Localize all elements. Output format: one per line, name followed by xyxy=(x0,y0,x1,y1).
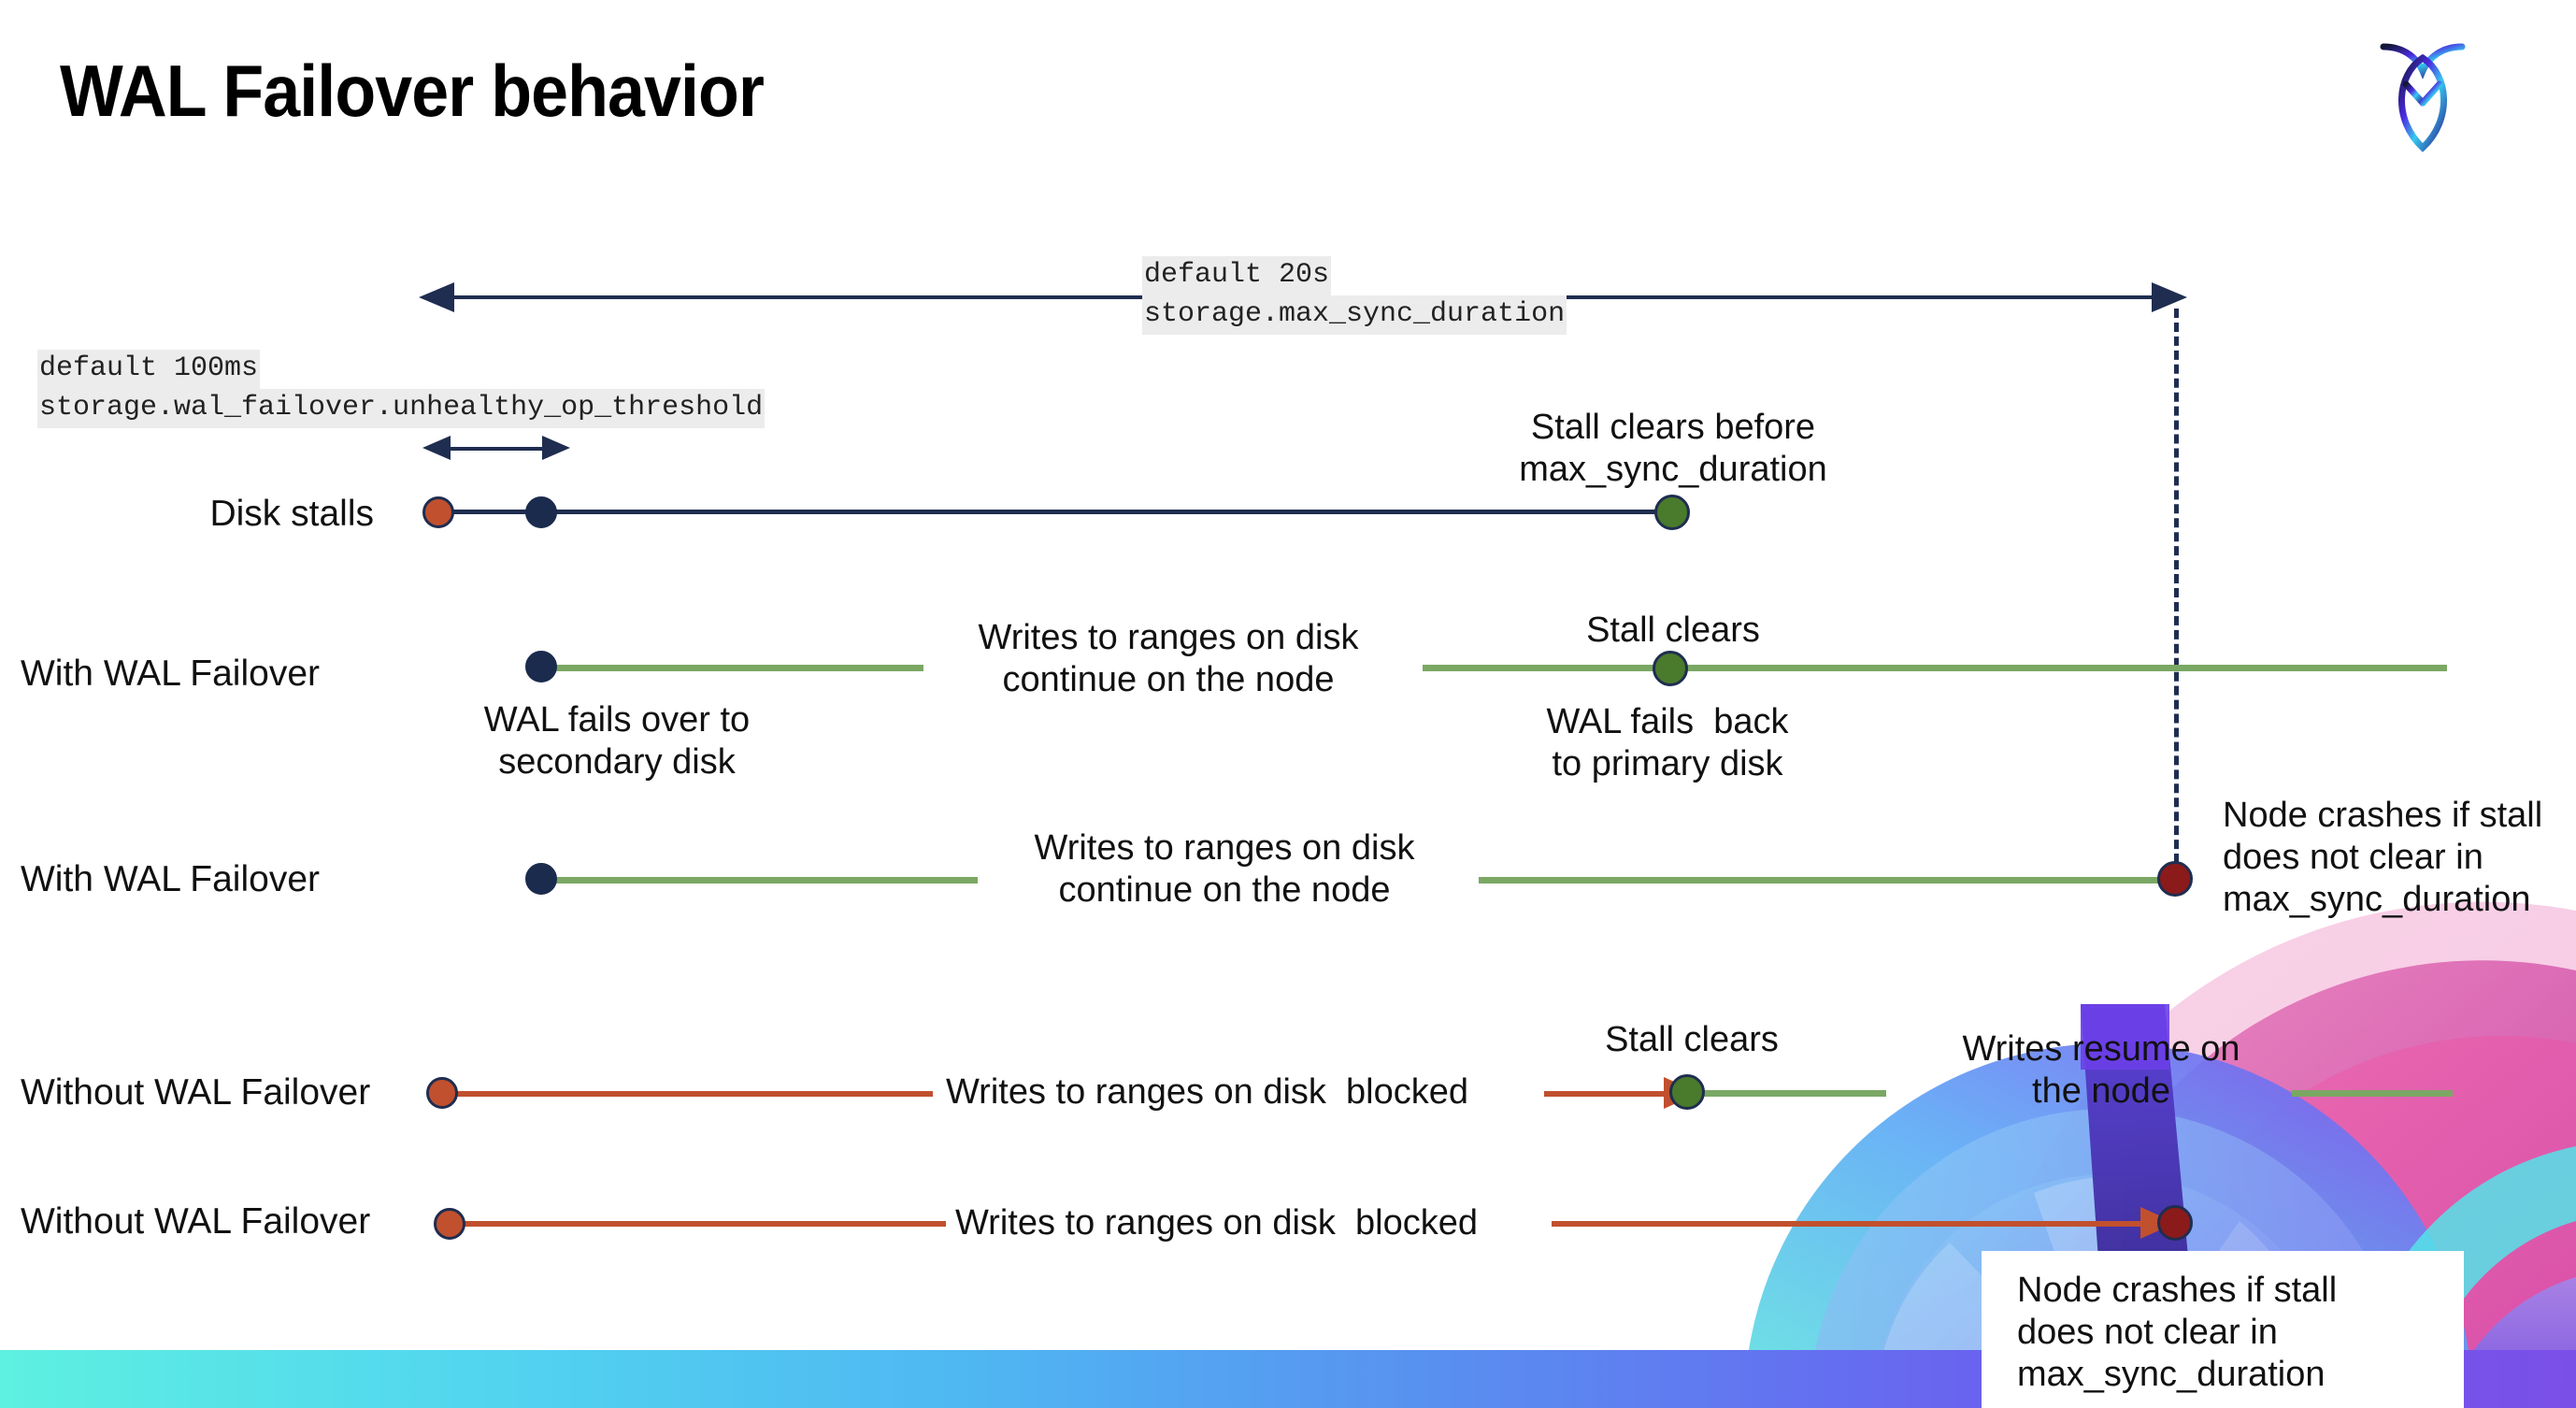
disk-stall-start-dot xyxy=(422,496,454,528)
without-failover-1-resume-line-b xyxy=(2292,1090,2453,1097)
with-failover-1-line-b xyxy=(1423,665,2447,671)
max-sync-dashed-drop-line xyxy=(2174,309,2179,877)
without-failover-1-line-b xyxy=(1544,1091,1675,1097)
unhealthy-op-default: default 100ms xyxy=(37,350,261,389)
note-wal-fails-over: WAL fails over to secondary disk xyxy=(483,700,751,782)
cockroachdb-logo-icon xyxy=(2380,43,2466,152)
without-failover-1-resume-line-a xyxy=(1699,1090,1886,1097)
max-sync-callout: default 20s storage.max_sync_duration xyxy=(1142,256,1567,335)
without-failover-1-line-a xyxy=(447,1091,933,1097)
disk-stall-clears-dot xyxy=(1654,495,1690,530)
note-node-crashes-2: Node crashes if stall does not clear in … xyxy=(2017,1271,2338,1394)
note-writes-continue-1: Writes to ranges on disk continue on the… xyxy=(978,618,1359,699)
with-failover-2-line-a xyxy=(540,877,978,884)
row-label-without-wal-failover-1: Without WAL Failover xyxy=(21,1072,371,1113)
max-sync-default: default 20s xyxy=(1142,256,1332,295)
without-failover-2-line-a xyxy=(458,1221,946,1227)
row-label-disk-stalls: Disk stalls xyxy=(209,494,374,534)
note-wal-fails-back: WAL fails back to primary disk xyxy=(1546,702,1789,783)
with-failover-1-failover-dot xyxy=(525,651,557,682)
note-stall-clears-2: Stall clears xyxy=(1605,1020,1779,1059)
note-stall-clears-1: Stall clears xyxy=(1586,611,1760,650)
disk-stall-line xyxy=(439,510,1673,514)
row-label-with-wal-failover-1: With WAL Failover xyxy=(21,654,320,694)
without-failover-1-stall-clears-dot xyxy=(1669,1074,1705,1110)
note-stall-clears-before: Stall clears before max_sync_duration xyxy=(1519,408,1827,489)
unhealthy-op-setting: storage.wal_failover.unhealthy_op_thresh… xyxy=(37,388,766,428)
caption-cover-box xyxy=(1982,1251,2464,1408)
with-failover-1-stall-clears-dot xyxy=(1653,651,1688,686)
with-failover-1-line-a xyxy=(540,665,923,671)
note-writes-blocked-2: Writes to ranges on disk blocked xyxy=(955,1203,1479,1243)
unhealthy-op-callout: default 100ms storage.wal_failover.unhea… xyxy=(37,350,766,428)
page-title: WAL Failover behavior xyxy=(60,50,765,132)
without-failover-2-line-b xyxy=(1552,1221,2152,1227)
without-failover-2-start-dot xyxy=(434,1208,465,1240)
with-failover-2-crash-dot xyxy=(2157,861,2193,897)
max-sync-setting: storage.max_sync_duration xyxy=(1142,295,1567,335)
note-node-crashes-1: Node crashes if stall does not clear in … xyxy=(2223,796,2543,919)
note-writes-continue-2: Writes to ranges on disk continue on the… xyxy=(1034,828,1415,910)
row-label-with-wal-failover-2: With WAL Failover xyxy=(21,859,320,899)
with-failover-2-line-b xyxy=(1479,877,2172,884)
row-label-without-wal-failover-2: Without WAL Failover xyxy=(21,1201,371,1242)
note-writes-resume: Writes resume on the node xyxy=(1962,1029,2240,1111)
unhealthy-op-arrow-line xyxy=(439,447,563,451)
with-failover-2-failover-dot xyxy=(525,863,557,895)
without-failover-1-start-dot xyxy=(426,1077,458,1109)
disk-stall-failover-dot xyxy=(525,496,557,528)
without-failover-2-crash-dot xyxy=(2157,1205,2193,1241)
note-writes-blocked-1: Writes to ranges on disk blocked xyxy=(946,1072,1469,1112)
